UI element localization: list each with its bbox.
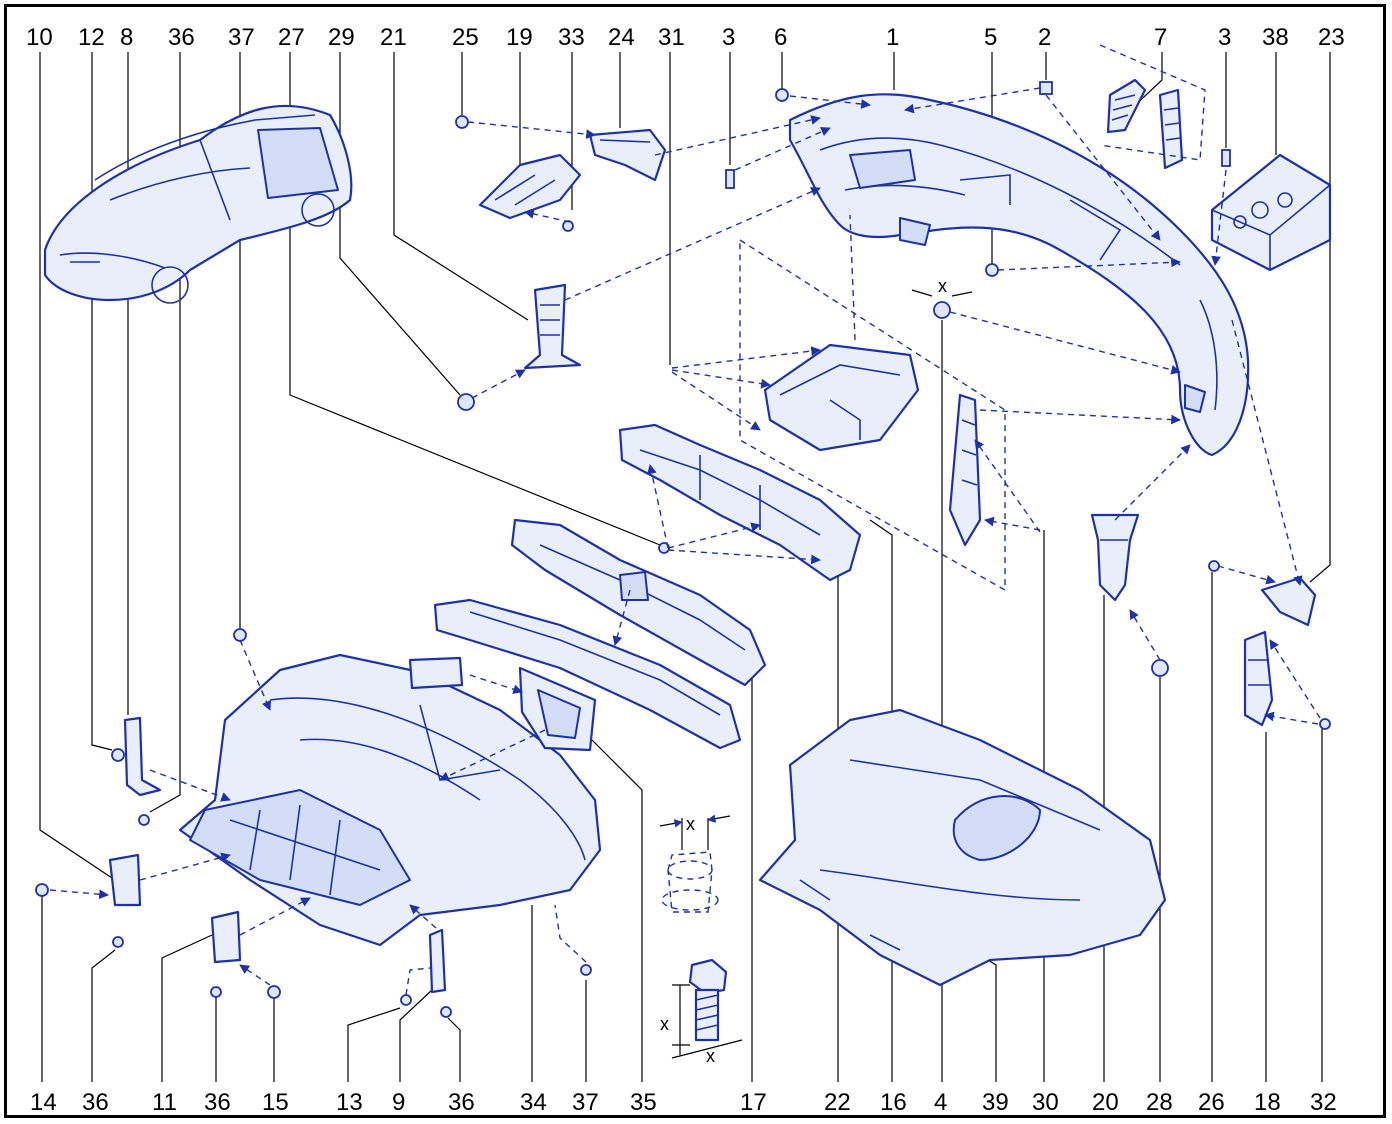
dimension-label-nut: x: [686, 814, 695, 834]
callout-top-7: 29: [328, 24, 355, 51]
callout-bottom-3: 11: [152, 1089, 177, 1116]
callout-top-11: 33: [558, 24, 585, 51]
callout-bottom-8: 36: [448, 1089, 475, 1116]
callout-top-2: 12: [78, 24, 105, 51]
callout-bottom-13: 22: [824, 1089, 851, 1116]
vehicle-location-view: [43, 104, 353, 304]
callout-top-14: 3: [722, 24, 735, 51]
bracket-part-18: [1243, 630, 1274, 727]
bottom-callout-row: 14 36 11 36 15 13 9 36 34 37 35 17 22 16…: [30, 1089, 1337, 1116]
callout-top-22: 23: [1318, 24, 1345, 51]
dimension-label-spacer: x: [938, 276, 947, 296]
l-brackets: [108, 716, 447, 994]
bracket-part-23: [1260, 576, 1317, 627]
callout-bottom-9: 34: [520, 1089, 547, 1116]
callout-bottom-20: 26: [1198, 1089, 1225, 1116]
callout-top-12: 24: [608, 24, 635, 51]
callout-top-9: 25: [452, 24, 479, 51]
dimension-label-bolt-length: x: [660, 1014, 669, 1034]
fasteners: [35, 81, 1331, 1018]
callout-bottom-10: 37: [572, 1089, 599, 1116]
callout-bottom-14: 16: [880, 1089, 907, 1116]
absorber-part-17: [510, 518, 767, 687]
callout-top-5: 37: [228, 24, 255, 51]
callout-bottom-15: 4: [934, 1089, 947, 1116]
callout-top-18: 2: [1038, 24, 1051, 51]
callout-top-4: 36: [168, 24, 195, 51]
callout-bottom-16: 39: [982, 1089, 1009, 1116]
cross-rail: [433, 598, 742, 750]
callout-top-21: 38: [1262, 24, 1289, 51]
bracket-part-20: [1090, 513, 1140, 602]
callout-top-20: 3: [1218, 24, 1231, 51]
callout-bottom-19: 28: [1146, 1089, 1173, 1116]
callout-bottom-1: 14: [30, 1089, 57, 1116]
side-bracket-part-30: [948, 393, 982, 547]
top-callout-row: 10 12 8 36 37 27 29 21 25 19 33 24 31 3 …: [26, 24, 1345, 51]
vertical-bracket-part-21: [523, 283, 582, 370]
callout-top-6: 27: [278, 24, 305, 51]
callout-bottom-7: 9: [392, 1089, 405, 1116]
assembly-arrows: [49, 87, 1321, 996]
callout-bottom-21: 18: [1254, 1089, 1281, 1116]
callout-bottom-6: 13: [336, 1089, 363, 1116]
callout-bottom-11: 35: [630, 1089, 657, 1116]
callout-bottom-4: 36: [204, 1089, 231, 1116]
rear-bumper-part-1: [788, 93, 1250, 457]
gasket-and-trim-part-35: [408, 656, 597, 752]
callout-top-16: 1: [886, 24, 899, 51]
callout-top-10: 19: [506, 24, 533, 51]
callout-bottom-22: 32: [1310, 1089, 1337, 1116]
energy-absorber-part-16: [739, 239, 1006, 592]
callout-top-19: 7: [1154, 24, 1167, 51]
undertray-part-34: [178, 653, 602, 947]
bracket-parts-19-24: [478, 128, 667, 220]
callout-top-15: 6: [774, 24, 787, 51]
impact-beam-part-22: [618, 423, 862, 582]
callout-bottom-17: 30: [1032, 1089, 1059, 1116]
fastener-dimension-detail: x x x x: [659, 276, 973, 1066]
callout-bottom-5: 15: [262, 1089, 289, 1116]
callout-bottom-18: 20: [1092, 1089, 1119, 1116]
callout-bottom-12: 17: [740, 1089, 767, 1116]
callout-top-8: 21: [380, 24, 407, 51]
callout-top-13: 31: [658, 24, 685, 51]
fastener-kit-box-part-38: [1210, 153, 1332, 272]
callout-top-17: 5: [984, 24, 997, 51]
callout-top-1: 10: [26, 24, 53, 51]
callout-bottom-2: 36: [82, 1089, 109, 1116]
dimension-label-bolt-diameter: x: [706, 1046, 715, 1066]
callout-top-3: 8: [120, 24, 133, 51]
bumper-inserts-part-7: [1099, 44, 1206, 170]
undertray-part-39: [758, 708, 1167, 987]
